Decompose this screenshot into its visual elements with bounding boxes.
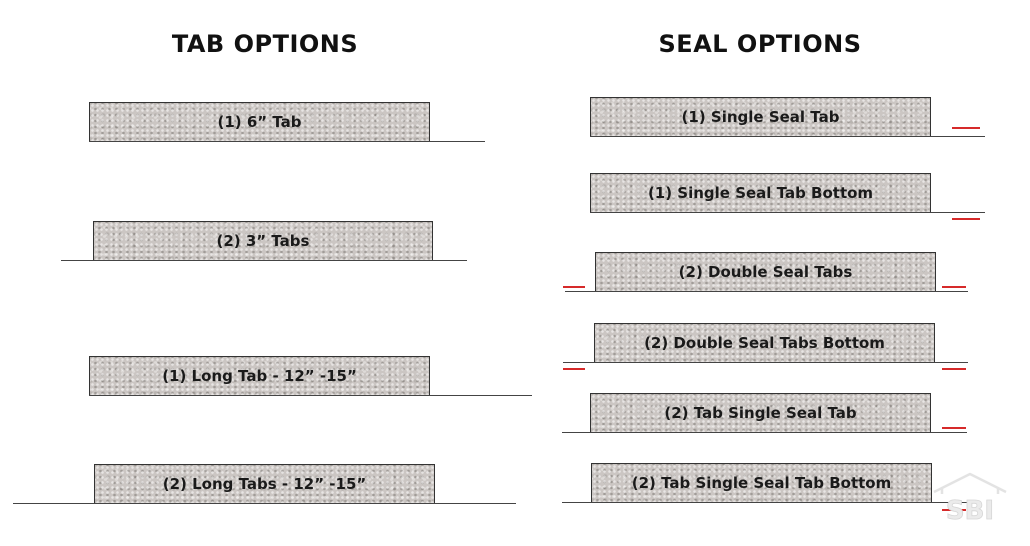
baseline — [563, 362, 968, 363]
seal-mark — [952, 218, 980, 220]
baseline — [562, 502, 967, 503]
seal-mark — [942, 368, 966, 370]
baseline — [590, 212, 985, 213]
seal-option-label: (2) Tab Single Seal Tab — [664, 404, 857, 422]
logo-text: SBI — [946, 496, 994, 524]
baseline — [89, 395, 532, 396]
seal-mark — [942, 427, 966, 429]
seal-mark — [952, 127, 980, 129]
tab-option-panel: (2) 3” Tabs — [93, 221, 433, 261]
baseline — [565, 291, 968, 292]
tab-option-panel: (1) Long Tab - 12” -15” — [89, 356, 430, 396]
seal-mark — [942, 509, 966, 511]
seal-mark — [563, 286, 585, 288]
tab-option-label: (1) 6” Tab — [217, 113, 302, 131]
seal-option-panel: (1) Single Seal Tab — [590, 97, 931, 137]
tab-option-panel: (1) 6” Tab — [89, 102, 430, 142]
seal-option-label: (2) Tab Single Seal Tab Bottom — [631, 474, 892, 492]
baseline — [61, 260, 467, 261]
sbi-logo: SBI — [933, 472, 1007, 524]
baseline — [562, 432, 967, 433]
seal-option-panel: (2) Double Seal Tabs — [595, 252, 936, 292]
tab-option-panel: (2) Long Tabs - 12” -15” — [94, 464, 435, 504]
tab-option-label: (2) Long Tabs - 12” -15” — [162, 475, 367, 493]
tab-option-label: (2) 3” Tabs — [216, 232, 310, 250]
seal-option-panel: (1) Single Seal Tab Bottom — [590, 173, 931, 213]
baseline — [590, 136, 985, 137]
seal-mark — [942, 286, 966, 288]
seal-option-label: (2) Double Seal Tabs — [678, 263, 853, 281]
seal-option-panel: (2) Tab Single Seal Tab Bottom — [591, 463, 932, 503]
seal-mark — [563, 368, 585, 370]
baseline — [89, 141, 485, 142]
baseline — [13, 503, 516, 504]
seal-option-label: (1) Single Seal Tab Bottom — [647, 184, 874, 202]
seal-option-panel: (2) Tab Single Seal Tab — [590, 393, 931, 433]
seal-option-label: (2) Double Seal Tabs Bottom — [644, 334, 885, 352]
seal-option-panel: (2) Double Seal Tabs Bottom — [594, 323, 935, 363]
tab-options-heading: TAB OPTIONS — [171, 30, 359, 58]
tab-option-label: (1) Long Tab - 12” -15” — [162, 367, 357, 385]
seal-option-label: (1) Single Seal Tab — [681, 108, 840, 126]
seal-options-heading: SEAL OPTIONS — [658, 30, 862, 58]
